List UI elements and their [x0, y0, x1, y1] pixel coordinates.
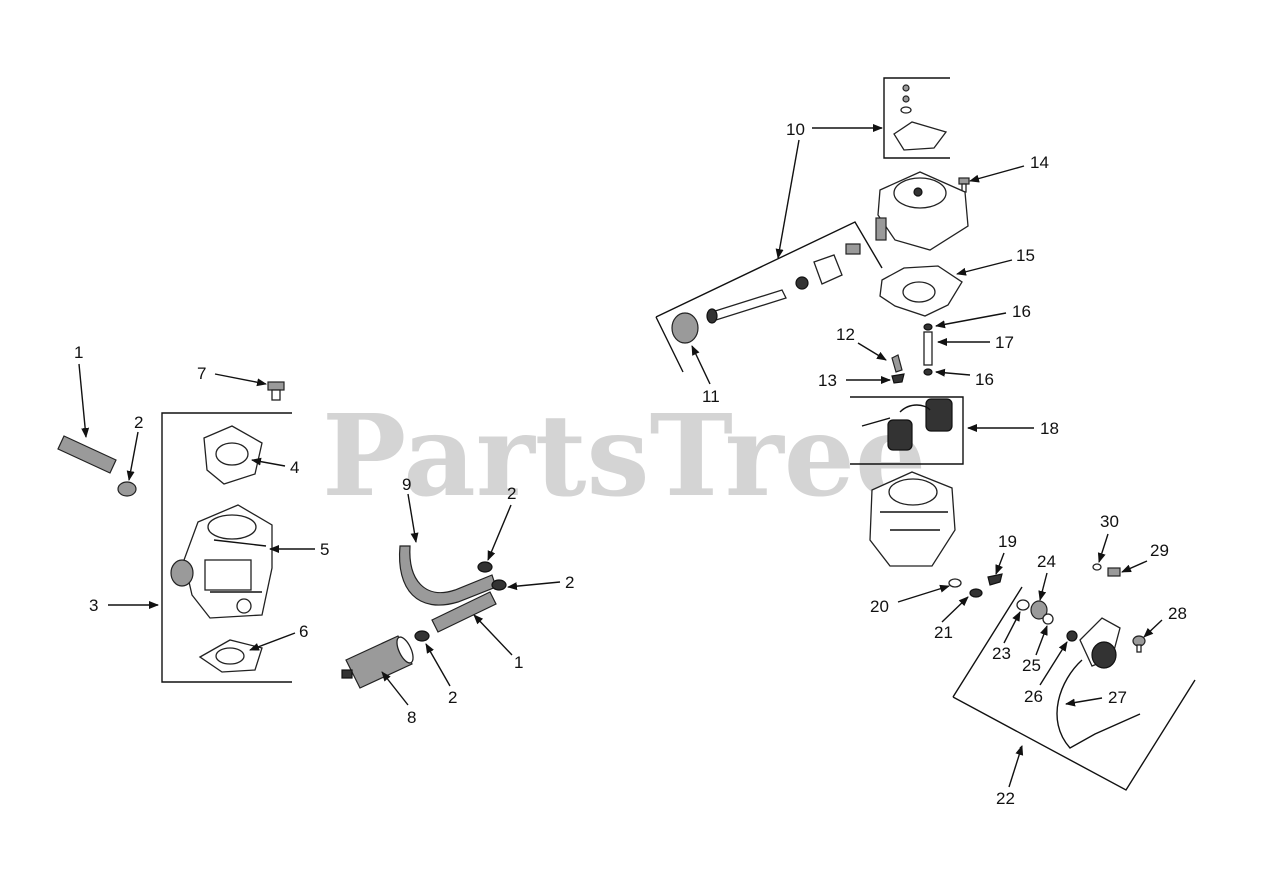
callout-22: 22 [996, 789, 1015, 808]
gasket-top-part [203, 425, 263, 485]
o-ring-bottom-part [923, 368, 933, 376]
needle-valve-part [891, 354, 903, 373]
callout-24: 24 [1037, 552, 1056, 571]
spring-part [969, 588, 983, 598]
callout-20: 20 [870, 597, 889, 616]
fitting-bolt-part [267, 381, 285, 401]
callout-3: 3 [89, 596, 98, 615]
clamp-upper-part [477, 561, 493, 573]
callout-21: 21 [934, 623, 953, 642]
clamp-right-part [491, 579, 507, 591]
solenoid-part [1056, 617, 1141, 749]
lower-carburetor-body-part [869, 471, 956, 567]
fuel-filter-part [341, 635, 414, 689]
callout-9: 9 [402, 475, 411, 494]
idle-screw-part [948, 578, 962, 588]
screw-solenoid-part [1132, 635, 1146, 653]
callout-17: 17 [995, 333, 1014, 352]
callout-labels: 1 2 3 4 5 6 7 8 9 2 2 2 1 10 11 12 13 14… [74, 120, 1187, 808]
gasket-main-part [879, 265, 963, 317]
hose-clamp-part [117, 481, 137, 497]
callout-5: 5 [320, 540, 329, 559]
bracket-float-kit [850, 396, 964, 465]
screw-side-part [1107, 567, 1121, 577]
bracket-carburetor-assembly [161, 412, 292, 683]
callout-6: 6 [299, 622, 308, 641]
callout-4: 4 [290, 458, 299, 477]
callout-28: 28 [1168, 604, 1187, 623]
float-part [861, 398, 953, 451]
screw-top-part [958, 177, 970, 193]
fuel-hose-part [57, 435, 117, 474]
hose-segment-part [431, 591, 497, 633]
callout-12: 12 [836, 325, 855, 344]
callout-7: 7 [197, 364, 206, 383]
callout-16-top: 16 [1012, 302, 1031, 321]
bracket-diaphragm-kit [883, 77, 950, 159]
gasket-bottom-part [198, 639, 263, 673]
plunger-part [1066, 630, 1078, 642]
callout-10: 10 [786, 120, 805, 139]
callout-2-upper-clamp: 2 [507, 484, 516, 503]
clip-part [891, 373, 905, 384]
callout-2-lower-clamp: 2 [448, 688, 457, 707]
callout-14: 14 [1030, 153, 1049, 172]
callout-16-bottom: 16 [975, 370, 994, 389]
callout-1: 1 [74, 343, 83, 362]
upper-carburetor-body-part [875, 171, 969, 251]
pilot-screw-part [987, 573, 1003, 586]
callout-19: 19 [998, 532, 1017, 551]
callout-1-hose: 1 [514, 653, 523, 672]
callout-15: 15 [1016, 246, 1035, 265]
callout-8: 8 [407, 708, 416, 727]
bushing-part [671, 312, 699, 344]
callout-2-right-clamp: 2 [565, 573, 574, 592]
callout-23: 23 [992, 644, 1011, 663]
washer-a-part [1016, 599, 1030, 611]
throttle-shaft-kit-part [706, 243, 861, 324]
callout-11: 11 [702, 387, 720, 406]
solenoid-sleeve-part [1030, 600, 1048, 620]
callout-13: 13 [818, 371, 837, 390]
bracket-solenoid-kit [952, 586, 1196, 791]
o-ring-top-part [923, 323, 933, 331]
carburetor-part [170, 504, 273, 619]
callout-26: 26 [1024, 687, 1043, 706]
watermark: PartsTree [322, 391, 926, 522]
diaphragm-kit-part [893, 84, 948, 151]
washer-b-part [1042, 613, 1054, 625]
bracket-throttle-shaft-kit [655, 221, 883, 373]
callout-29: 29 [1150, 541, 1169, 560]
callout-25: 25 [1022, 656, 1041, 675]
callout-2: 2 [134, 413, 143, 432]
callout-30: 30 [1100, 512, 1119, 531]
leader-lines [78, 124, 1163, 788]
callout-27: 27 [1108, 688, 1127, 707]
callout-18: 18 [1040, 419, 1059, 438]
fuel-line-part [398, 545, 497, 606]
clamp-lower-part [414, 630, 430, 642]
washer-small-part [1092, 563, 1102, 571]
jet-tube-part [923, 331, 933, 366]
